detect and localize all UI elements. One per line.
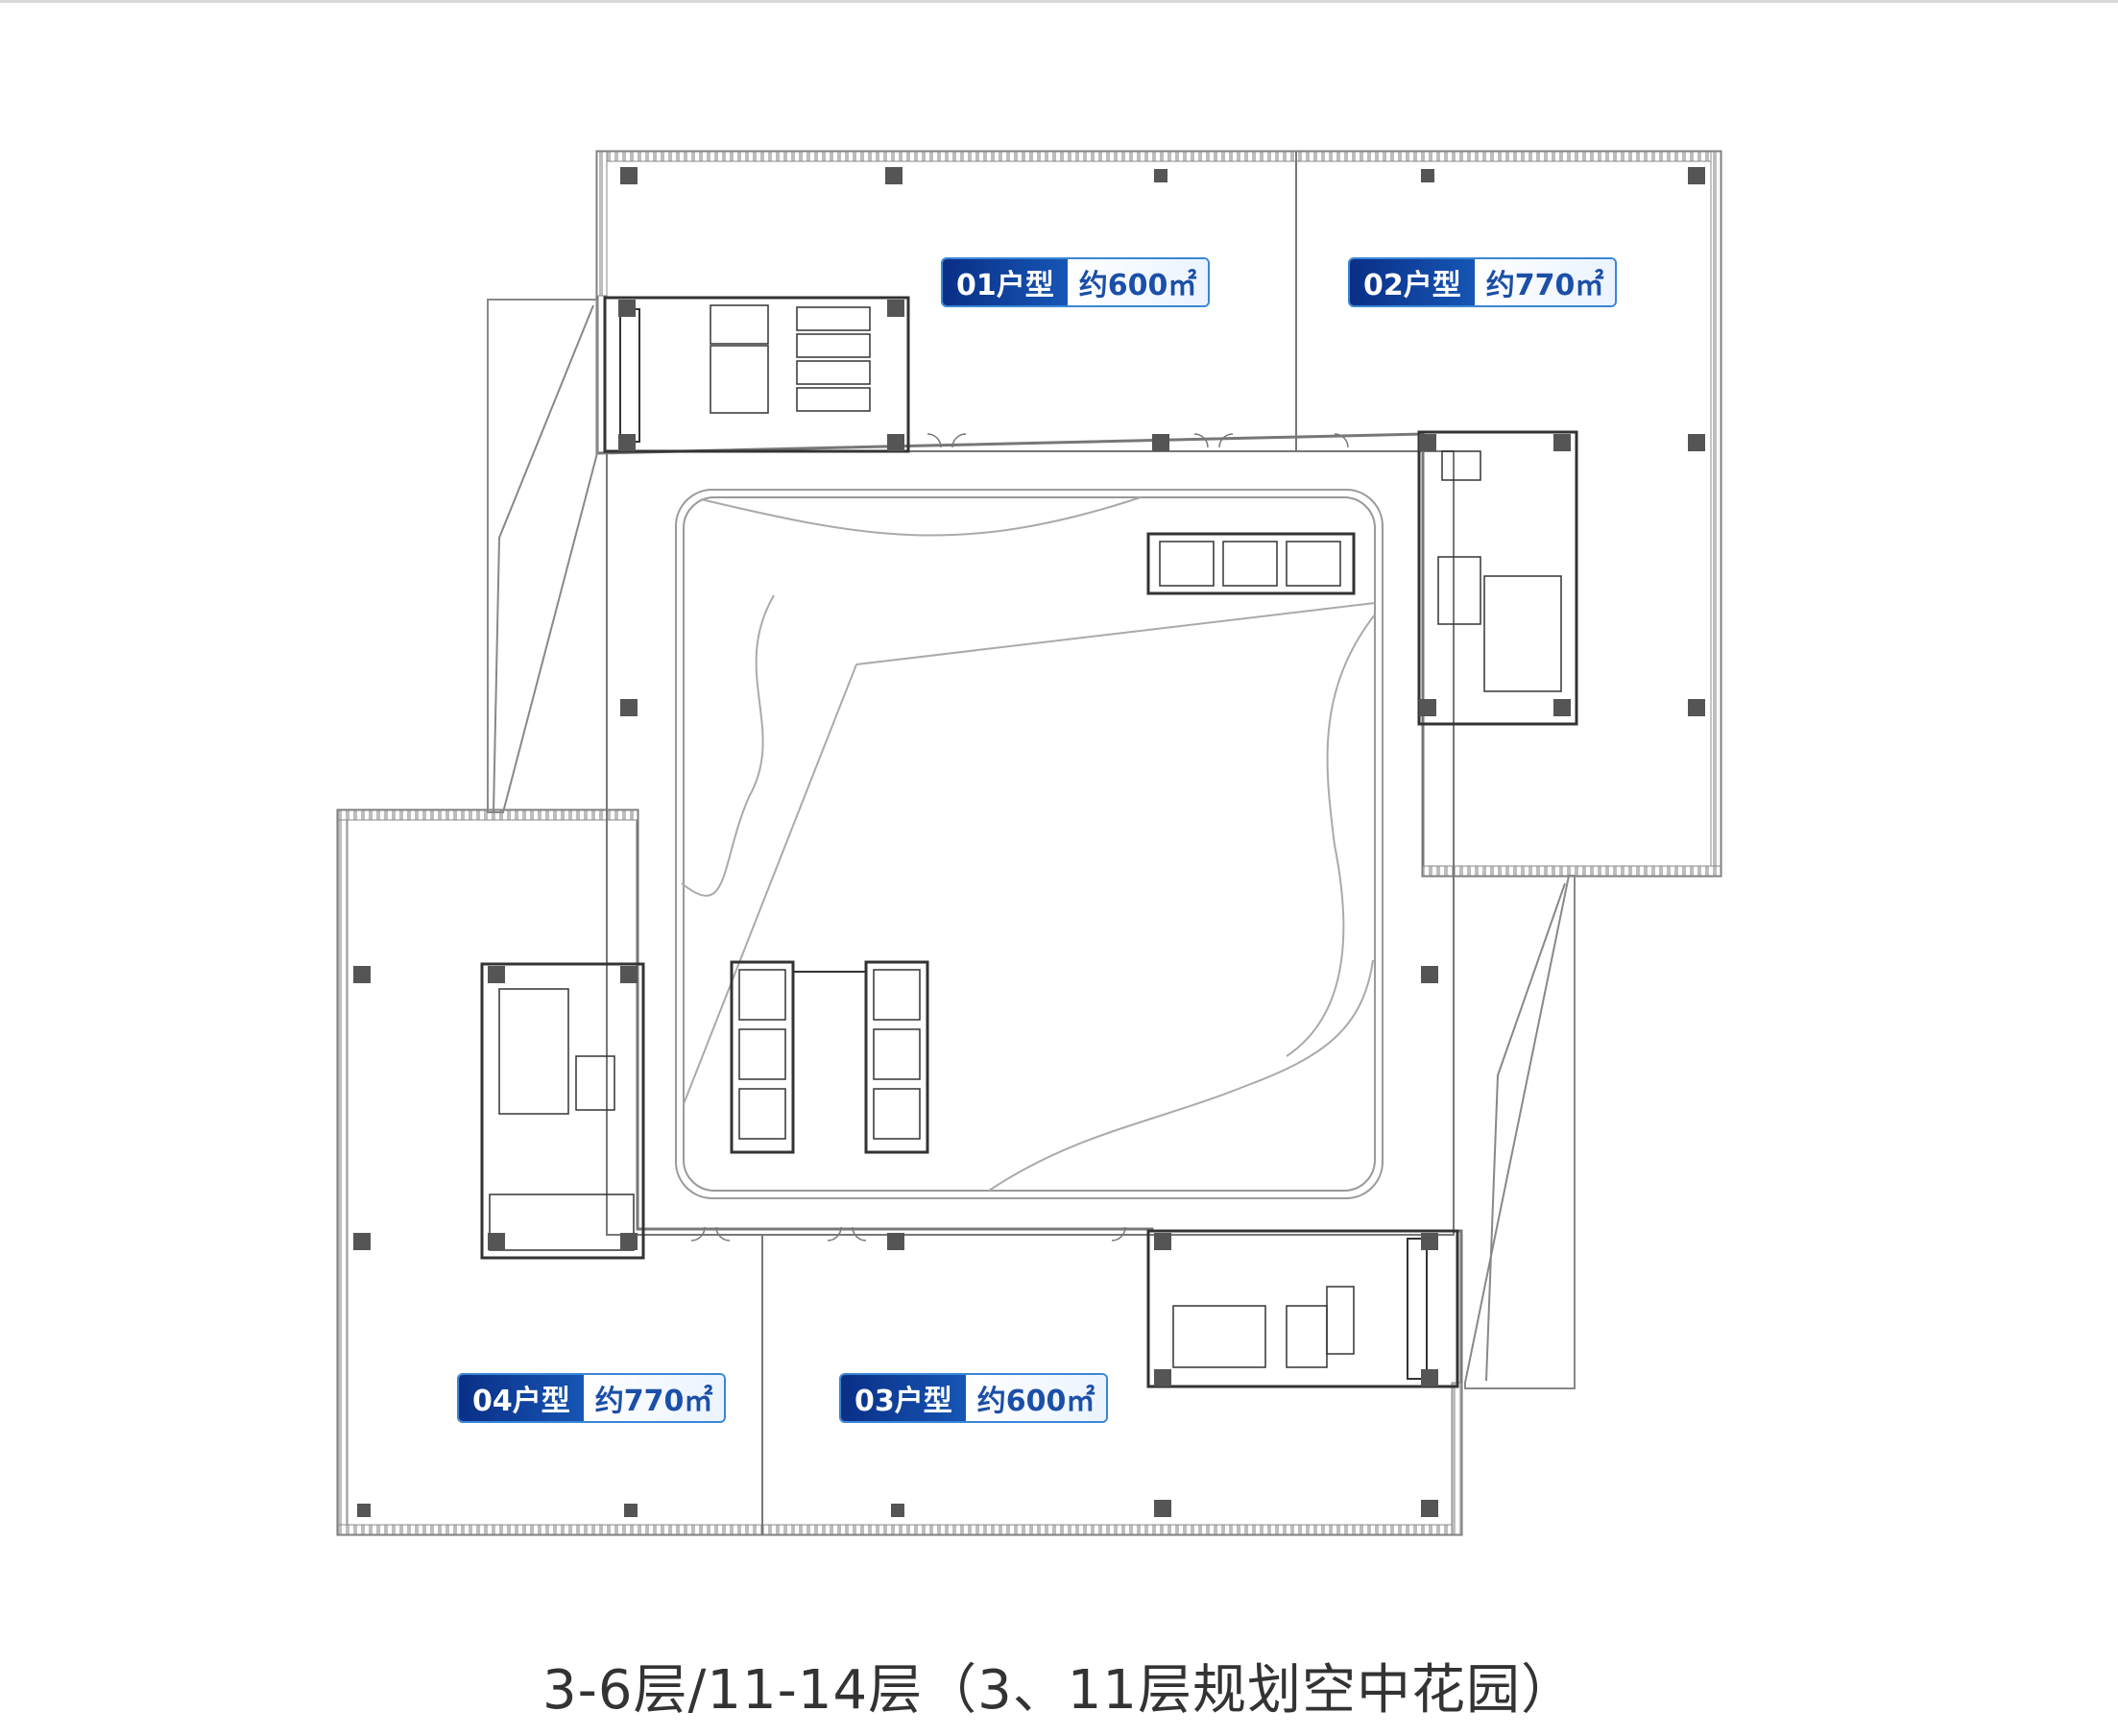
unit-area: 约770㎡ xyxy=(583,1375,725,1421)
atrium-curve-right xyxy=(1286,614,1376,1057)
atrium-curve-top xyxy=(700,496,1142,537)
curtain-wall-left xyxy=(337,809,349,1535)
elevators-bottom xyxy=(730,960,929,1154)
curtain-wall-left-top xyxy=(596,151,608,297)
atrium xyxy=(675,489,1384,1199)
unit-label-04: 04户型 约770㎡ xyxy=(457,1373,727,1423)
curtain-wall-right-bottom xyxy=(1451,1382,1462,1535)
elevators-top xyxy=(1146,532,1356,595)
terrace-west xyxy=(487,299,598,813)
corridor-outer xyxy=(606,450,1455,1236)
curtain-wall xyxy=(337,151,1721,1535)
unit-label-02: 02户型 约770㎡ xyxy=(1348,257,1618,307)
core-south xyxy=(1146,1229,1459,1388)
corridor xyxy=(606,152,1455,1534)
atrium-curve-bottom xyxy=(988,959,1374,1192)
columns xyxy=(353,167,1705,1517)
atrium-outer xyxy=(675,489,1384,1199)
unit-name: 04户型 xyxy=(459,1375,584,1421)
unit-area: 约600㎡ xyxy=(965,1375,1107,1421)
curtain-wall-bottom xyxy=(337,1524,1462,1535)
top-divider xyxy=(0,0,2118,3)
core-east xyxy=(1417,430,1578,726)
atrium-ramp-1 xyxy=(855,602,1376,665)
unit-name: 03户型 xyxy=(841,1375,966,1421)
elevator-bank-north xyxy=(1146,532,1356,595)
unit-name: 02户型 xyxy=(1350,259,1475,305)
corridor-doors xyxy=(690,433,1349,1242)
unit-area: 约770㎡ xyxy=(1474,259,1616,305)
wall-outline-south xyxy=(336,808,1463,1536)
terraces xyxy=(487,299,1576,1389)
curtain-wall-top xyxy=(596,151,1721,162)
core-north xyxy=(603,296,910,453)
unit-name: 01户型 xyxy=(943,259,1068,305)
core-west xyxy=(480,962,645,1260)
curtain-wall-bottom-right xyxy=(1422,865,1721,877)
unit-label-03: 03户型 约600㎡ xyxy=(839,1373,1109,1423)
unit-label-01: 01户型 约600㎡ xyxy=(941,257,1211,307)
atrium-curve-left xyxy=(681,594,775,897)
outer-walls xyxy=(336,150,1722,1536)
elevator-bank-south xyxy=(864,960,929,1154)
terrace-west-edge xyxy=(493,304,594,813)
terrace-east xyxy=(1464,875,1576,1389)
atrium-inner xyxy=(683,496,1376,1192)
atrium-ramp-2 xyxy=(683,663,857,1105)
floor-caption: 3-6层/11-14层（3、11层规划空中花园） xyxy=(542,1659,1576,1722)
elevator-bank-southwest xyxy=(730,960,795,1154)
terrace-east-edge xyxy=(1485,882,1566,1382)
curtain-wall-right xyxy=(1710,151,1721,877)
unit-area: 约600㎡ xyxy=(1067,259,1209,305)
